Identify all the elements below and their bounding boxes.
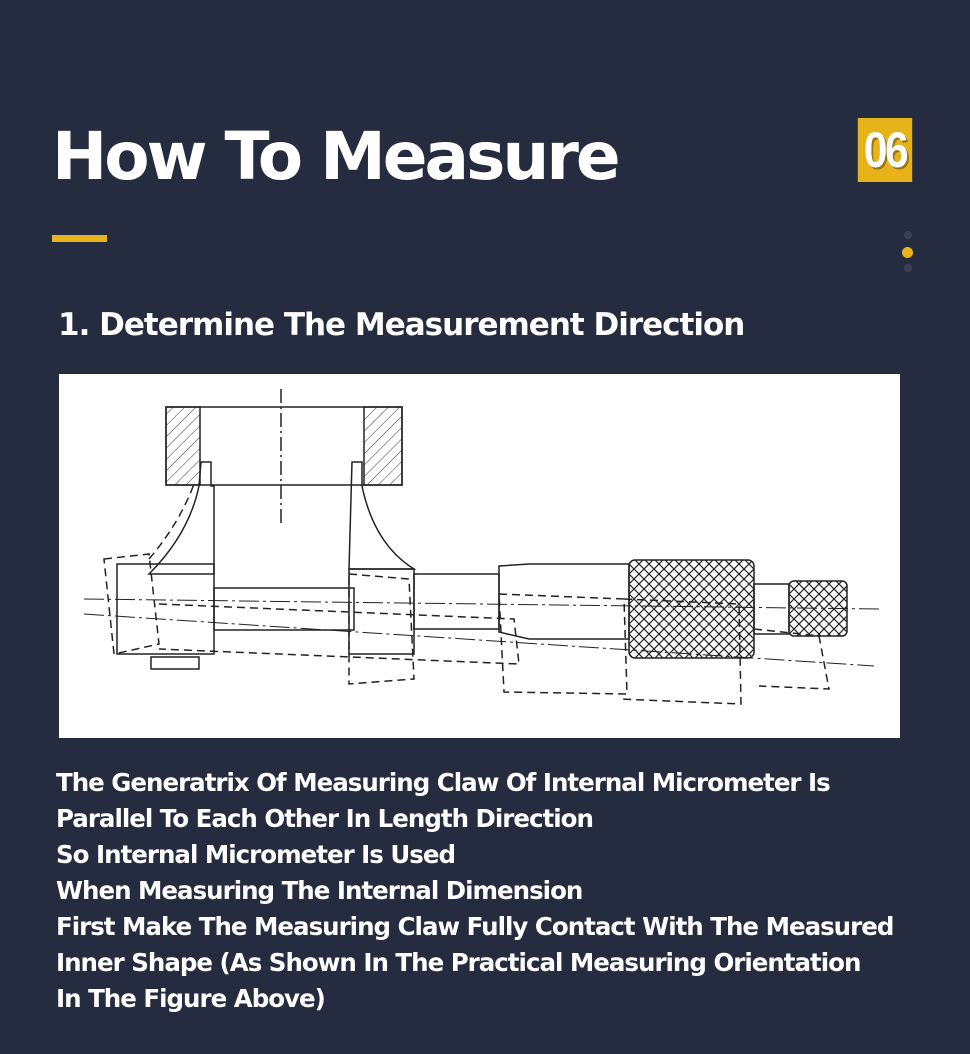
- title-underline: [52, 235, 107, 242]
- micrometer-diagram: [59, 374, 900, 738]
- page-title: How To Measure: [52, 118, 621, 195]
- internal-micrometer-icon: [83, 389, 880, 705]
- step-number-badge: 06: [857, 118, 913, 182]
- description-line: When Measuring The Internal Dimension: [56, 876, 583, 905]
- description-line: The Generatrix Of Measuring Claw Of Inte…: [56, 768, 831, 797]
- pager-dot[interactable]: [904, 231, 912, 239]
- description-text: The Generatrix Of Measuring Claw Of Inte…: [56, 765, 936, 1017]
- description-line: So Internal Micrometer Is Used: [56, 840, 456, 869]
- pager-dot-active[interactable]: [902, 247, 913, 258]
- description-line: Inner Shape (As Shown In The Practical M…: [56, 948, 861, 977]
- description-line: Parallel To Each Other In Length Directi…: [56, 804, 594, 833]
- description-line: In The Figure Above): [56, 984, 326, 1013]
- section-heading: 1. Determine The Measurement Direction: [58, 307, 745, 343]
- pager-dot[interactable]: [904, 264, 912, 272]
- description-line: First Make The Measuring Claw Fully Cont…: [56, 912, 894, 941]
